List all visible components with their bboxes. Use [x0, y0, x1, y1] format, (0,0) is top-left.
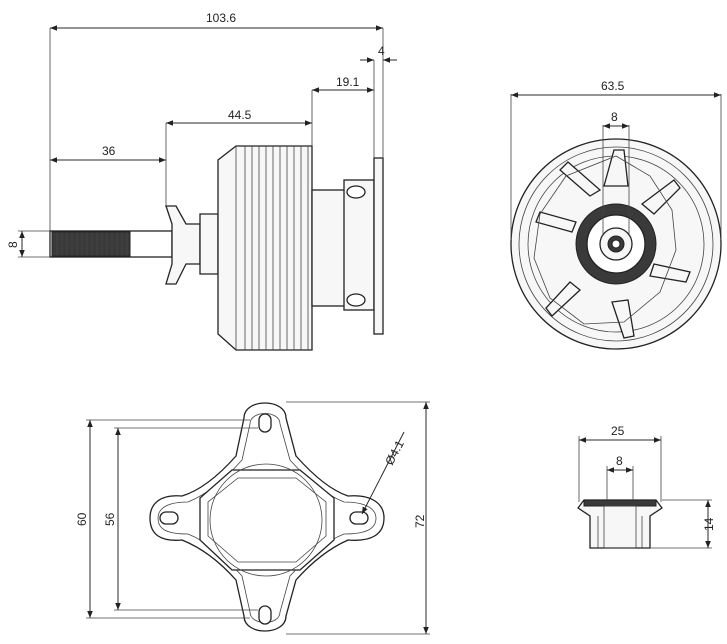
dim-total-length: 103.6	[206, 11, 236, 25]
dim-adapter-width: 25	[611, 424, 625, 438]
mount-view	[149, 402, 385, 632]
mount-center-opening	[199, 469, 335, 571]
front-view-dimensions: 63.5 8	[510, 79, 722, 240]
side-view-motor	[49, 145, 384, 351]
dim-front-diameter: 63.5	[601, 79, 625, 93]
dim-mount-total: 72	[413, 514, 427, 528]
dim-shaft-diameter: 8	[6, 241, 20, 248]
dim-adapter-height: 14	[702, 517, 716, 531]
side-bell	[217, 145, 313, 351]
front-view-motor	[510, 138, 722, 350]
side-mount-flange	[373, 157, 384, 335]
mount-slot-left	[159, 511, 179, 525]
dim-flange-thickness: 4	[378, 44, 385, 58]
mount-slot-top	[258, 413, 272, 433]
adapter-outline	[577, 499, 663, 549]
dim-adapter-bore: 8	[616, 454, 623, 468]
dim-mount-inner: 56	[103, 512, 117, 526]
dim-body-length: 44.5	[228, 108, 252, 122]
side-base	[311, 189, 347, 307]
side-prop-adapter	[165, 205, 201, 285]
side-view-dimensions: 103.6 4 19.1 44.5 36 8	[6, 11, 397, 258]
adapter-view	[577, 499, 663, 549]
mount-slot-bottom	[258, 605, 272, 625]
adapter-dimensions: 25 8 14	[578, 424, 716, 549]
dim-shaft-length: 36	[102, 144, 116, 158]
adapter-knurl	[583, 499, 657, 507]
dim-mount-outer: 60	[75, 512, 89, 526]
dim-front-shaft: 8	[611, 110, 618, 124]
shaft-thread	[51, 231, 131, 257]
dim-hole-diameter: Ø4.1	[382, 438, 407, 468]
dim-flange-offset: 19.1	[336, 75, 360, 89]
mount-slot-right	[349, 511, 369, 525]
mount-dimensions: 60 56 72 Ø4.1	[75, 401, 430, 635]
